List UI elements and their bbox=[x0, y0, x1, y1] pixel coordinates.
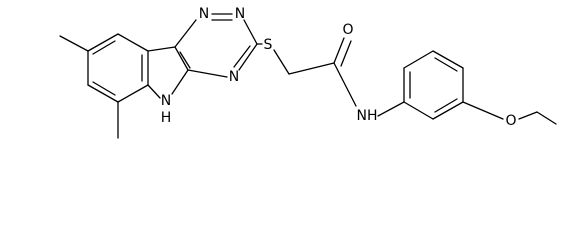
bond bbox=[174, 19, 197, 48]
bond bbox=[179, 51, 191, 69]
bond-co-double-2 bbox=[340, 40, 352, 67]
bond-aryl-o bbox=[462, 101, 504, 120]
bond bbox=[434, 57, 458, 72]
bond bbox=[434, 98, 458, 113]
bond-o-ch2 bbox=[518, 111, 538, 120]
atom-label-h-indole: H bbox=[161, 110, 172, 126]
triazine-ring bbox=[174, 13, 258, 78]
bond bbox=[233, 45, 251, 68]
bond bbox=[117, 33, 149, 52]
bond bbox=[147, 46, 176, 52]
bond bbox=[238, 43, 258, 71]
atom-label-n1: N bbox=[199, 6, 209, 22]
bond-nh-aryl bbox=[377, 101, 405, 117]
benzene-ring bbox=[87, 33, 149, 103]
bond bbox=[92, 81, 116, 96]
bond bbox=[117, 84, 149, 103]
atom-label-n-indole: N bbox=[161, 93, 171, 109]
bond bbox=[243, 19, 258, 45]
bond bbox=[171, 69, 189, 95]
bond bbox=[403, 101, 434, 120]
atom-label-s: S bbox=[264, 37, 273, 53]
bond bbox=[92, 40, 116, 55]
bond bbox=[174, 46, 189, 71]
bond bbox=[87, 84, 119, 103]
phenyl-ring bbox=[403, 50, 464, 120]
atom-label-n3: N bbox=[229, 69, 239, 85]
atom-label-n2: N bbox=[235, 6, 245, 22]
atom-label-o-carbonyl: O bbox=[342, 22, 353, 38]
bond bbox=[187, 69, 228, 78]
atom-label-o-ether: O bbox=[505, 113, 516, 129]
bond-ch2-co bbox=[288, 62, 335, 75]
pyrrole-ring bbox=[147, 46, 191, 99]
atom-label-nh-amide: NH bbox=[357, 108, 378, 124]
bond-co-double-1 bbox=[333, 37, 345, 64]
bond bbox=[432, 101, 464, 120]
bond bbox=[87, 33, 119, 52]
methyl-bond-top bbox=[59, 35, 89, 52]
molecule-structure: N N N S O NH N H O bbox=[59, 6, 557, 139]
bond-s-ch2 bbox=[273, 49, 290, 75]
bond-co-nh bbox=[333, 62, 357, 107]
bond bbox=[432, 50, 464, 69]
bond-ch2-ch3 bbox=[536, 111, 557, 125]
bond bbox=[403, 50, 434, 69]
bond bbox=[147, 84, 161, 99]
